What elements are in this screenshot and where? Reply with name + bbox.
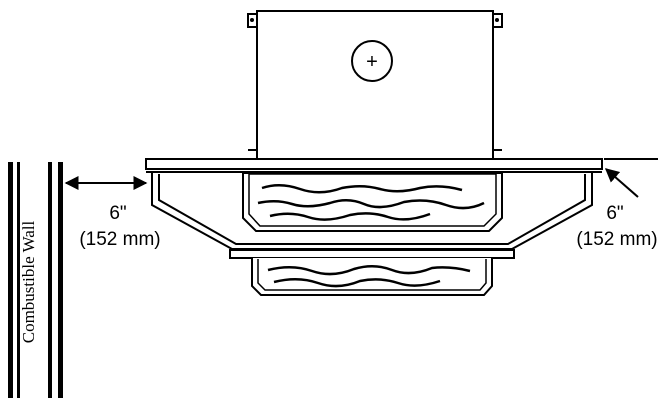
flue-collar-icon: + [351,40,393,82]
chimney-symbol: + [366,51,378,73]
side-clearance-inches: 6" [109,203,126,224]
side-clearance-metric: (152 mm) [79,229,160,250]
wall-label: Combustible Wall [19,220,38,343]
top-clearance-metric: (152 mm) [576,229,657,250]
top-clearance: 6" (152 mm) [576,158,658,250]
top-clearance-inches: 6" [606,203,623,224]
top-shield [145,158,603,173]
side-clearance: 6" (152 mm) [64,176,161,250]
upper-burner [242,172,503,232]
combustible-wall: Combustible Wall [8,162,63,398]
heater-body [247,10,503,162]
lower-burner [251,258,493,296]
